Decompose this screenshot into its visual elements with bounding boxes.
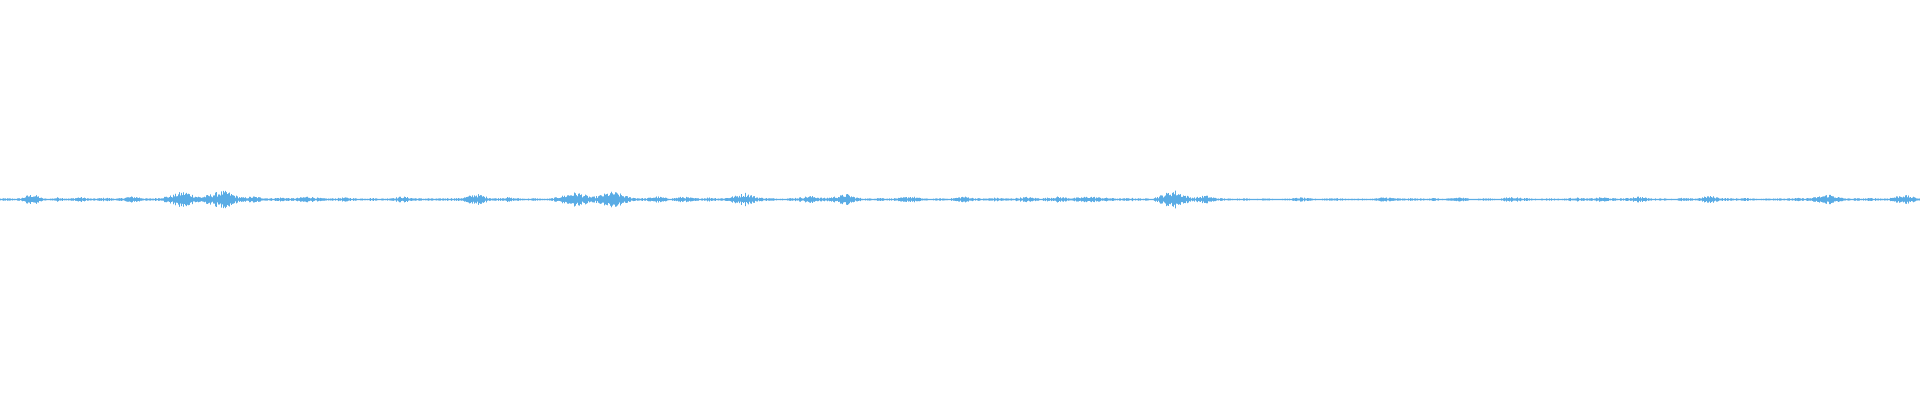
waveform-trace xyxy=(0,190,1920,209)
